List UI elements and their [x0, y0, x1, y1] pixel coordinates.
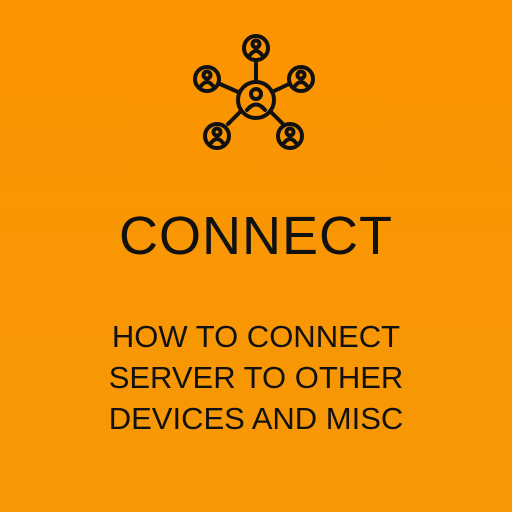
description-line: HOW TO CONNECT: [111, 319, 401, 354]
tile-title: CONNECT: [119, 206, 393, 266]
description-line: DEVICES AND MISC: [108, 401, 404, 436]
description-line: SERVER TO OTHER: [108, 360, 404, 395]
network-people-icon: [193, 34, 315, 150]
tile-description: HOW TO CONNECT SERVER TO OTHER DEVICES A…: [0, 316, 512, 439]
